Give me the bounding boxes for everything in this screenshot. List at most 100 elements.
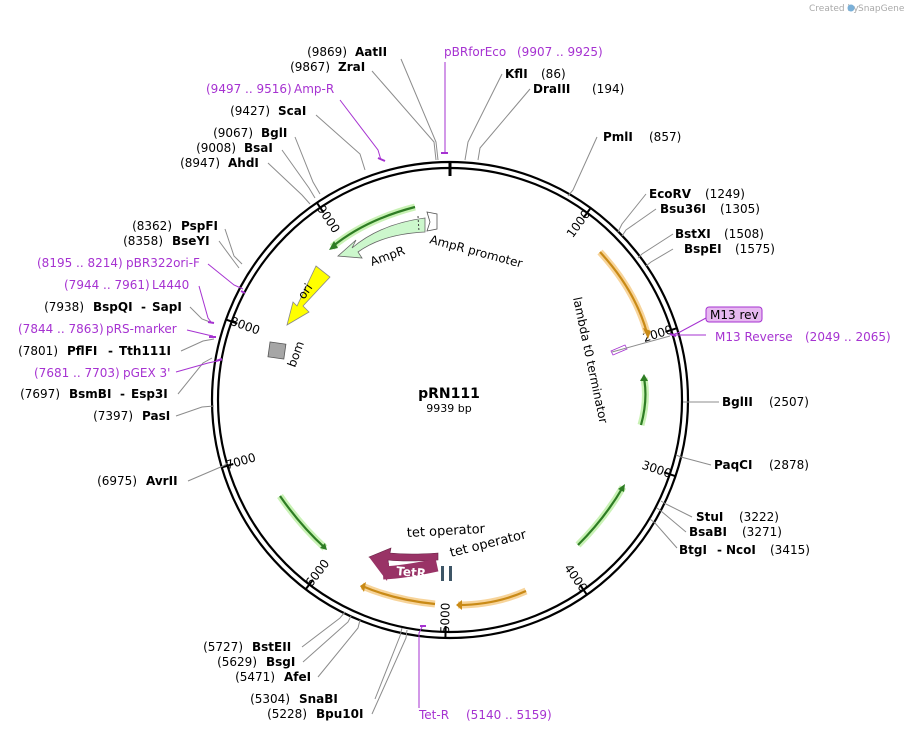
tetr-label: TetR: [396, 564, 427, 581]
label-sites-left-9-name: PflFI: [67, 344, 97, 358]
orf-arc-1-halo: [597, 249, 651, 334]
tetr-feature-arrowhead: [369, 557, 389, 581]
label-sites-left-11-pos: (7397): [93, 409, 133, 423]
label-sites-right-6-pos: (1575): [735, 242, 775, 256]
label-primers-0-name: pBRforEco: [444, 45, 506, 59]
label-primers-4-range: (7844 .. 7863): [18, 322, 104, 336]
label-sites-left-16-name: SnaBI: [299, 692, 338, 706]
lambda-terminator-label: lambda t0 terminator: [570, 296, 610, 425]
tick-mark-2000: [665, 327, 678, 333]
tick-mark-8000: [225, 318, 238, 325]
ori-feature-arrow[interactable]: [286, 265, 331, 326]
bom-feature[interactable]: [267, 341, 287, 360]
label-sites-left-12-name: AvrII: [146, 474, 178, 488]
label-primers-3-name: L4440: [152, 278, 189, 292]
ampr-promoter-arrow[interactable]: [426, 211, 438, 232]
label-sites-left-14-name: BsgI: [266, 655, 295, 669]
snapgene-brand: SnapGene: [858, 4, 905, 14]
label-sites-left-8-pos: (7938): [44, 300, 84, 314]
label-primers-4-name: pRS-marker: [106, 322, 177, 336]
label-primers-5-name: pGEX 3': [123, 366, 170, 380]
right-site-labels: KflI (86) DraIII (194) PmlI (857) EcoRV …: [505, 67, 810, 557]
m13-rev-highlight[interactable]: [705, 306, 763, 323]
orf-arc-6-arrowhead: [618, 484, 625, 492]
label-sites-left-10-sep: -: [120, 387, 125, 401]
label-sites-right-4-pos: (1305): [720, 202, 760, 216]
orf-arc-1-arrowhead: [643, 328, 651, 339]
label-sites-left-10-name2: Esp3I: [131, 387, 168, 401]
label-sites-left-15-name: AfeI: [284, 670, 311, 684]
label-sites-left-0-name: AatII: [355, 45, 387, 59]
label-sites-right-5-pos: (1508): [724, 227, 764, 241]
label-sites-right-8-pos: (2878): [769, 458, 809, 472]
label-primers-3-range: (7944 .. 7961): [64, 278, 150, 292]
label-sites-left-2-name: ScaI: [278, 104, 306, 118]
label-sites-left-13-pos: (5727): [203, 640, 243, 654]
label-sites-right-10-name: BsaBI: [689, 525, 727, 539]
tick-label-6000: 6000: [303, 557, 333, 590]
tick-label-5000: 5000: [438, 603, 453, 634]
label-sites-right-11-sep: -: [717, 543, 722, 557]
label-sites-right-9-pos: (3222): [739, 510, 779, 524]
label-sites-right-10-pos: (3271): [742, 525, 782, 539]
label-sites-left-17-pos: (5228): [267, 707, 307, 721]
orf-arc-2: [457, 589, 527, 607]
label-primers-7-name: M13 Reverse: [715, 330, 793, 344]
orf-arc-3: [361, 584, 436, 606]
label-sites-left-10-pos: (7697): [20, 387, 60, 401]
label-sites-right-7-name: BglII: [722, 395, 753, 409]
label-primers-8-range: (5140 .. 5159): [466, 708, 552, 722]
label-sites-left-8-name2: SapI: [152, 300, 182, 314]
ampr-cds-boundary: [417, 215, 420, 233]
orf-arc-5: [639, 377, 647, 426]
label-sites-left-6-name: PspFI: [181, 219, 218, 233]
label-sites-left-1-pos: (9867): [290, 60, 330, 74]
orf-arc-6: [577, 486, 624, 546]
tet-operator-1[interactable]: [441, 566, 444, 581]
label-sites-right-2-pos: (857): [649, 130, 681, 144]
tick-mark-1000: [582, 207, 592, 219]
label-sites-right-7-pos: (2507): [769, 395, 809, 409]
label-sites-left-2-pos: (9427): [230, 104, 270, 118]
orf-arc-2-arrowhead: [456, 600, 462, 610]
label-sites-left-7-name: BseYI: [172, 234, 210, 248]
label-sites-left-10-name: BsmBI: [69, 387, 111, 401]
label-sites-left-8-name: BspQI: [93, 300, 133, 314]
label-primers-5-range: (7681 .. 7703): [34, 366, 120, 380]
tick-mark-6000: [304, 579, 314, 590]
label-sites-right-6-name: BspEI: [684, 242, 722, 256]
label-sites-left-13-name: BstEII: [252, 640, 291, 654]
label-sites-left-8-sep: -: [141, 300, 146, 314]
label-sites-left-16-pos: (5304): [250, 692, 290, 706]
plasmid-length: 9939 bp: [426, 402, 471, 415]
tick-mark-3000: [663, 471, 676, 478]
orf-arc-3-halo: [360, 582, 436, 608]
label-primers-7-range: (2049 .. 2065): [805, 330, 891, 344]
tet-operator-2[interactable]: [449, 566, 452, 581]
orf-arc-3-arrowhead: [360, 582, 366, 592]
orf-arc-4-arrowhead: [329, 241, 338, 250]
label-sites-right-4-name: Bsu36I: [660, 202, 706, 216]
ampr-feature-arrow[interactable]: [337, 217, 426, 259]
left-site-leaders: [175, 58, 439, 715]
primer-labels: pBRforEco (9907 .. 9925) (9497 .. 9516) …: [18, 45, 891, 722]
label-sites-left-5-pos: (8947): [180, 156, 220, 170]
label-sites-right-11-name2: NcoI: [726, 543, 756, 557]
label-primers-8-name: Tet-R: [418, 708, 449, 722]
label-sites-right-1-name: DraIII: [533, 82, 570, 96]
label-primers-1-range: (9497 .. 9516): [206, 82, 292, 96]
label-sites-left-14-pos: (5629): [217, 655, 257, 669]
primer-leaders: [175, 62, 707, 708]
label-sites-left-3-pos: (9067): [213, 126, 253, 140]
tick-mark-7000: [221, 463, 234, 469]
label-sites-left-3-name: BglI: [261, 126, 287, 140]
label-sites-left-9-name2: Tth111I: [119, 344, 171, 358]
label-sites-right-0-name: KflI: [505, 67, 528, 81]
plasmid-name: pRN111: [418, 386, 480, 402]
label-sites-left-1-name: ZraI: [338, 60, 365, 74]
orf-arc-4: [331, 205, 416, 248]
m13-rev-label: M13 rev: [710, 308, 759, 322]
tick-label-7000: 7000: [224, 450, 257, 472]
label-sites-right-5-name: BstXI: [675, 227, 711, 241]
